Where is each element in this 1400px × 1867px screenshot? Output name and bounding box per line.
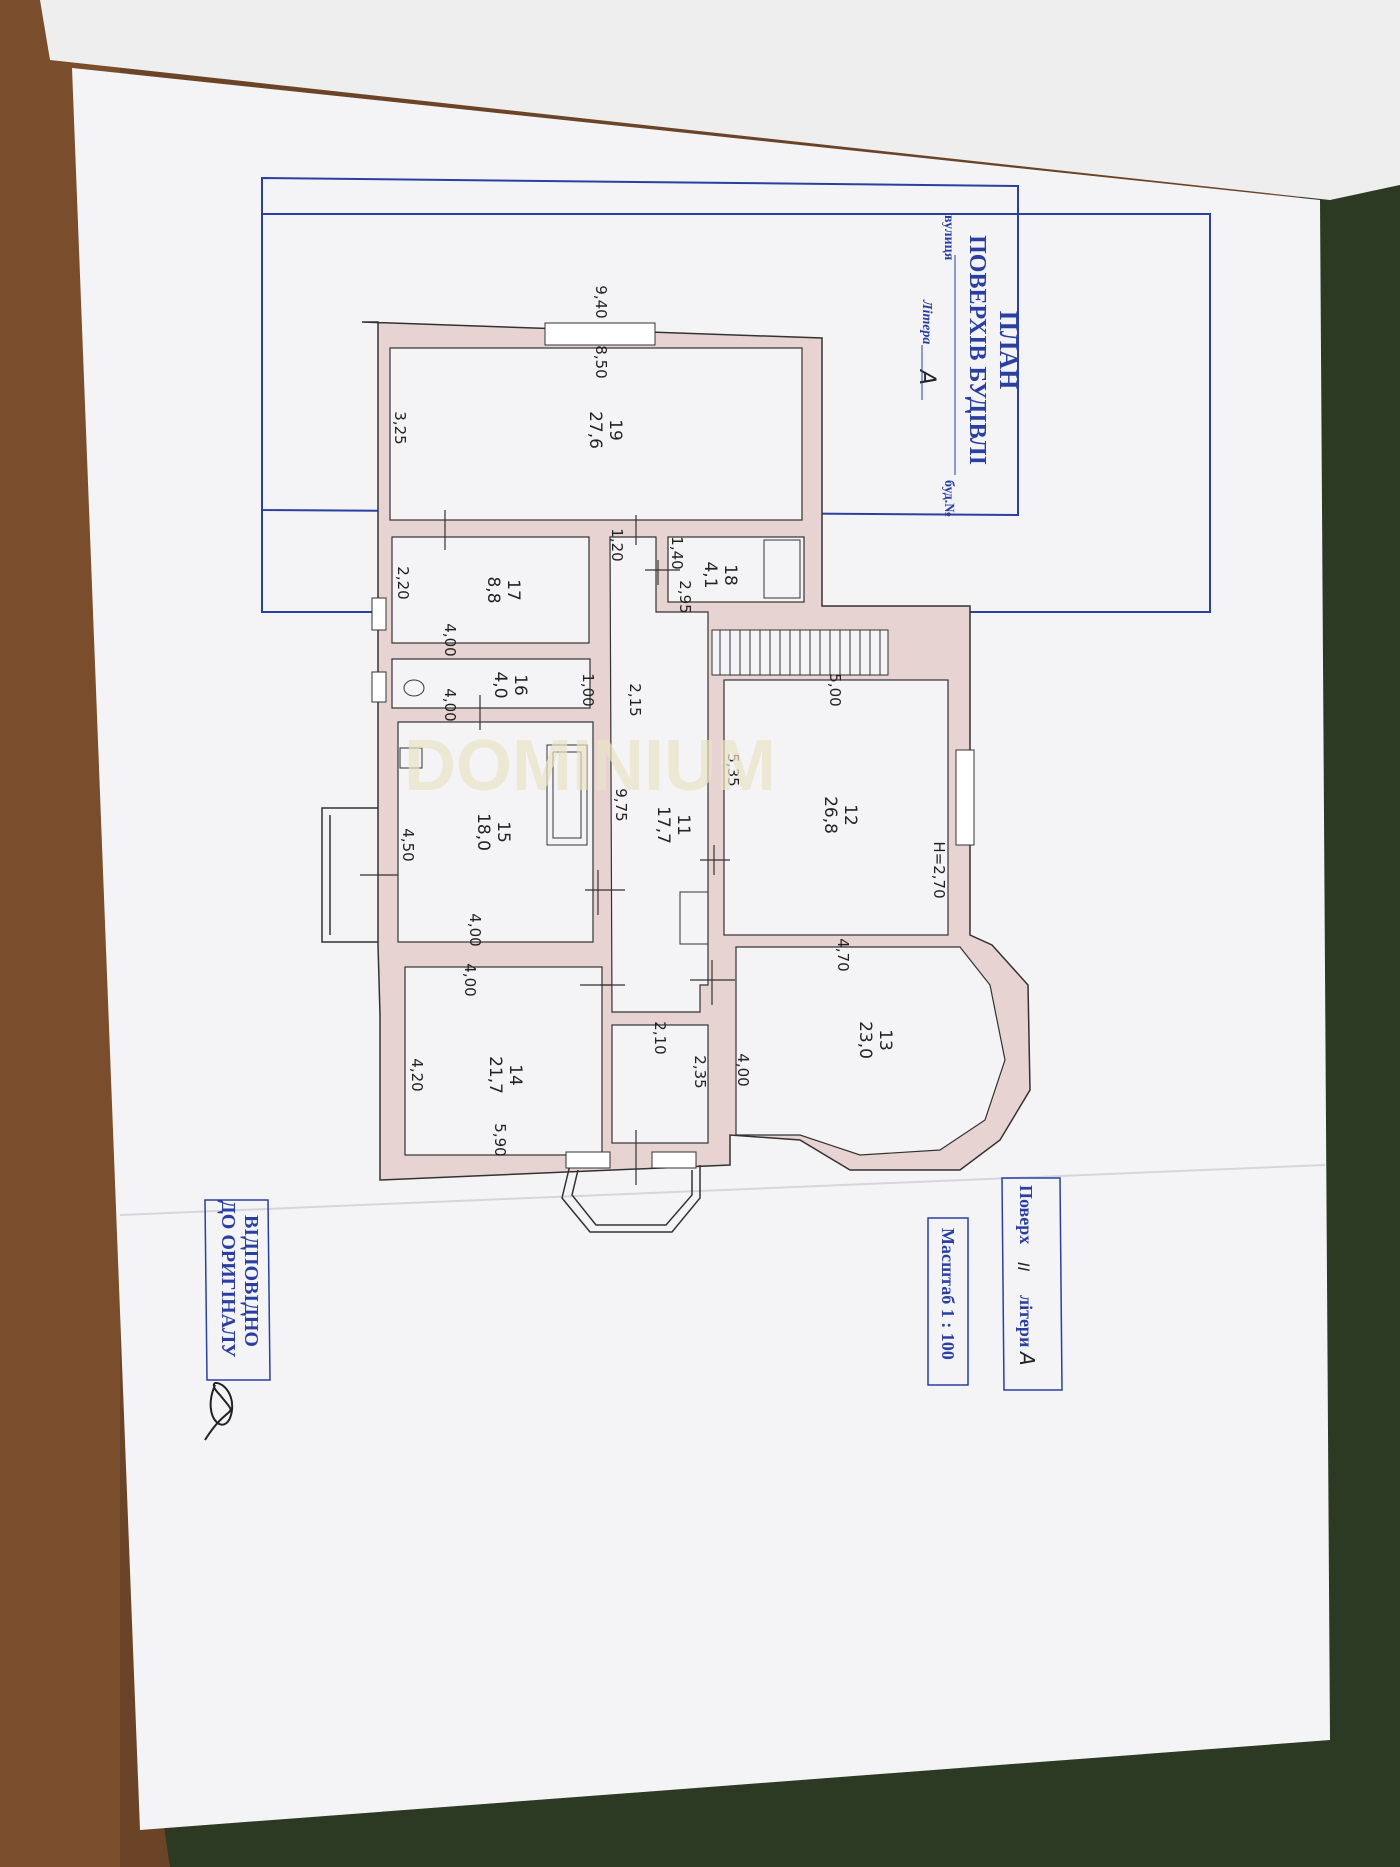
dimension: 4,70	[834, 938, 852, 971]
windows	[371, 322, 975, 1169]
title-street-label: вулиця	[941, 215, 956, 261]
dimension: 4,00	[466, 913, 484, 946]
title-line1: ПЛАН	[994, 311, 1023, 390]
door-marks	[360, 510, 735, 1185]
dimension: 9,40	[592, 285, 610, 318]
room-area: 27,6	[585, 411, 605, 449]
room-number: 13	[875, 1029, 895, 1051]
dimension: 4,00	[441, 623, 459, 656]
dimension: 3,25	[391, 411, 409, 444]
watermark-group: DOMINIUM	[404, 726, 776, 806]
dimension-labels: 9,40 8,50 3,25 1,20 1,40 2,95 2,20 4,00 …	[391, 285, 948, 1156]
dimension: 2,10	[651, 1021, 669, 1054]
room-number: 15	[493, 821, 513, 843]
watermark: DOMINIUM	[404, 726, 776, 806]
dimension: H=2,70	[930, 841, 948, 898]
title-building-label: буд.№	[941, 480, 956, 517]
title-litera-value-group: А	[914, 368, 939, 385]
dimension: 8,50	[592, 345, 610, 378]
room-area: 4,0	[490, 671, 510, 698]
room-area: 23,0	[855, 1021, 875, 1059]
dimension: 1,40	[668, 536, 686, 569]
title-stamp-box-photo	[261, 176, 1019, 517]
title-building-group: буд.№	[941, 480, 956, 517]
dimension: 2,20	[394, 566, 412, 599]
room-area: 18,0	[473, 813, 493, 851]
balconies	[321, 807, 701, 1233]
room-number: 17	[503, 579, 523, 601]
top-paper-sheet	[40, 0, 1400, 200]
certified-line2: ДО ОРИГІНАЛУ	[217, 1200, 239, 1358]
room-area: 21,7	[485, 1056, 505, 1094]
dimension: 1,00	[579, 673, 597, 706]
room-number: 16	[510, 674, 530, 696]
room-labels: 19 27,6 17 8,8 18 4,1 16 4,0 15 18,0 11 …	[473, 411, 895, 1094]
dimension: 4,00	[734, 1053, 752, 1086]
title-litera-value: А	[914, 368, 939, 385]
certified-stamp: ВІДПОВІДНО ДО ОРИГІНАЛУ	[204, 1199, 271, 1381]
title-text-group: ПЛАН	[994, 311, 1023, 390]
room-interiors	[389, 347, 1006, 1156]
title-litera-label: Літера	[919, 299, 934, 344]
dimension: 2,15	[626, 683, 644, 716]
room-number: 14	[505, 1064, 525, 1086]
floor-value: ІІ	[1014, 1262, 1033, 1272]
floor-label: Поверх	[1016, 1185, 1036, 1244]
room-area: 17,7	[653, 806, 673, 844]
dimension: 4,00	[461, 963, 479, 996]
certified-line1: ВІДПОВІДНО	[240, 1215, 262, 1347]
dimension: 5,00	[826, 673, 844, 706]
signature	[204, 1382, 234, 1441]
floor-block: Поверх ІІ літери А	[1001, 1177, 1063, 1391]
title-text-group-2: ПОВЕРХІВ БУДІВЛІ	[964, 235, 990, 465]
room-area: 8,8	[483, 576, 503, 603]
room-number: 12	[840, 804, 860, 826]
fixtures	[399, 539, 801, 945]
dimension: 4,50	[399, 828, 417, 861]
room-number: 18	[720, 564, 740, 586]
floor-plan: 19 27,6 17 8,8 18 4,1 16 4,0 15 18,0 11 …	[321, 285, 1031, 1233]
title-street-group: вулиця	[941, 215, 956, 261]
paper-fold-line	[119, 1164, 1326, 1216]
floor-litera-value: А	[1015, 1350, 1039, 1366]
room-number: 11	[673, 814, 693, 836]
dimension: 5,35	[724, 753, 742, 786]
dimension: 9,75	[612, 788, 630, 821]
title-litera-group: Літера	[919, 299, 934, 344]
dimension: 4,00	[441, 688, 459, 721]
stairs	[711, 629, 889, 676]
dimension: 1,20	[608, 528, 626, 561]
room-area: 4,1	[700, 561, 720, 588]
dimension: 2,95	[676, 580, 694, 613]
dimension: 2,35	[691, 1055, 709, 1088]
title-line2: ПОВЕРХІВ БУДІВЛІ	[964, 235, 990, 465]
room-area: 26,8	[820, 796, 840, 834]
dimension: 5,90	[491, 1123, 509, 1156]
floor-litera-label: літери	[1016, 1295, 1036, 1347]
room-number: 19	[605, 419, 625, 441]
dimension: 4,20	[408, 1058, 426, 1091]
scale-block: Масштаб 1 : 100	[927, 1217, 969, 1386]
scale-text: Масштаб 1 : 100	[938, 1228, 958, 1360]
